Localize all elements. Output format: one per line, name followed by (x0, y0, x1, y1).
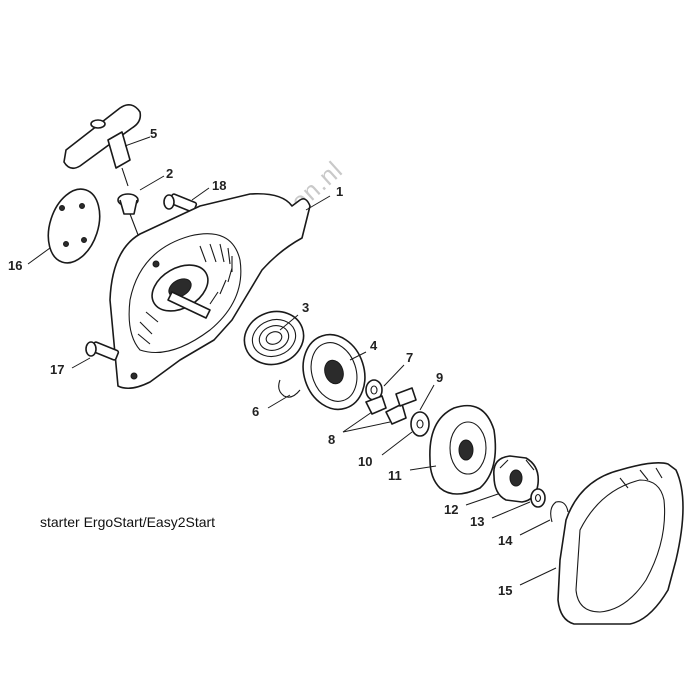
callout-2: 2 (166, 166, 173, 181)
rope-rotor-part (278, 333, 366, 411)
callout-4: 4 (370, 338, 378, 353)
rewind-spring-part (243, 310, 305, 366)
callout-15: 15 (498, 583, 512, 598)
callout-6: 6 (252, 404, 259, 419)
callout-8: 8 (328, 432, 335, 447)
callout-14: 14 (498, 533, 513, 548)
pawl-carrier-part (429, 404, 497, 495)
callout-13: 13 (470, 514, 484, 529)
pawls-part (365, 387, 417, 425)
callout-12: 12 (444, 502, 458, 517)
callout-1: 1 (336, 184, 343, 199)
callout-10: 10 (358, 454, 372, 469)
washer-13-part (530, 488, 546, 508)
callout-9: 9 (436, 370, 443, 385)
diagram-caption: starter ErgoStart/Easy2Start (40, 514, 216, 530)
washer-10-part (410, 411, 430, 437)
callout-labels: 1 2 3 4 5 6 7 8 9 10 11 12 13 14 15 16 1… (8, 126, 513, 598)
leader-lines (27, 136, 557, 586)
screw-17-part (85, 341, 120, 361)
callout-7: 7 (406, 350, 413, 365)
fan-housing-part (109, 192, 311, 390)
callout-3: 3 (302, 300, 309, 315)
callout-5: 5 (150, 126, 157, 141)
callout-11: 11 (388, 468, 402, 483)
callout-16: 16 (8, 258, 22, 273)
callout-17: 17 (50, 362, 64, 377)
guard-part (557, 462, 684, 625)
callout-18: 18 (212, 178, 226, 193)
label-plate-part (47, 188, 101, 264)
starter-grip-part (63, 104, 142, 187)
rope-guide-bushing-part (117, 193, 141, 241)
circlip-part (550, 501, 569, 523)
drive-hub-part (493, 455, 540, 503)
